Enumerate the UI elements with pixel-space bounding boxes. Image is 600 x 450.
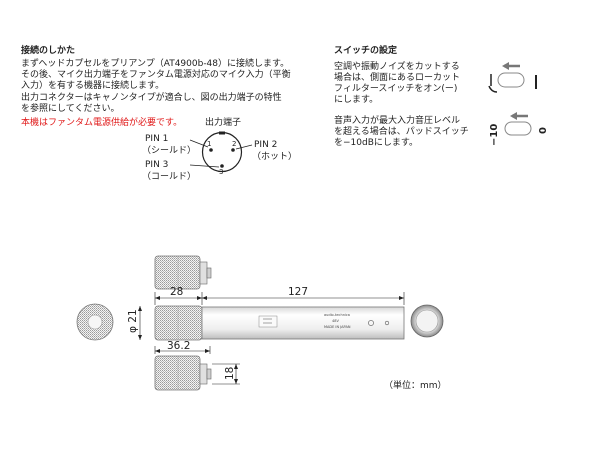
microphone-rear-view xyxy=(410,304,444,338)
pin2-label: PIN 2 xyxy=(254,140,278,150)
lowcut-line-4: にします。 xyxy=(334,95,379,105)
voltage-print: 48V xyxy=(332,319,339,323)
switch-heading: スイッチの設定 xyxy=(334,46,398,56)
alt-length-dimension: 36.2 xyxy=(154,340,211,354)
pin1-label: PIN 1 xyxy=(145,134,169,144)
alt-height-dimension: 18 xyxy=(212,363,240,385)
lowcut-line-3: フィルタースイッチをオン(ー) xyxy=(334,84,458,94)
length-dimensions: 28 127 xyxy=(154,286,405,305)
pad-line-2: を超える場合は、パッドスイッチ xyxy=(334,127,469,137)
pin2-description: （ホット） xyxy=(252,152,298,162)
pad-line-1: 音声入力が最大入力音圧レベル xyxy=(334,116,461,126)
connection-line-1: まずヘッドカプセルをプリアンプ（AT4900b-48）に接続します。 xyxy=(21,59,290,69)
pin-number-1: 1 xyxy=(207,140,211,148)
body-length-dimension: 127 xyxy=(288,286,308,298)
head-length-dimension: 28 xyxy=(170,286,183,298)
brand-print: audio-technica xyxy=(324,313,350,317)
connection-line-3: 入力）を有する機器に接続します。 xyxy=(21,81,165,91)
alt-length-label: 36.2 xyxy=(167,340,190,352)
pin-number-2: 2 xyxy=(232,140,236,148)
connection-heading: 接続のしかた xyxy=(21,46,76,56)
lowcut-switch-icon xyxy=(488,62,537,93)
capsule-end-view xyxy=(76,303,114,341)
diameter-dimension: φ 21 xyxy=(127,306,142,340)
capsule-top-view xyxy=(154,255,212,290)
diameter-label: φ 21 xyxy=(127,309,139,333)
pad-line-3: を−10dBにします。 xyxy=(334,138,418,148)
alt-height-label: 18 xyxy=(224,367,236,380)
pad-zero-label: 0 xyxy=(538,127,549,134)
pad-switch-icon: −10 0 xyxy=(489,112,549,146)
unit-note: （単位：mm） xyxy=(384,381,447,391)
capsule-bottom-view xyxy=(154,355,212,391)
phantom-power-warning: 本機はファンタム電源供給が必要です。 xyxy=(21,118,183,128)
microphone-side-view: audio-technica 48V MADE IN JAPAN xyxy=(154,305,405,341)
origin-print: MADE IN JAPAN xyxy=(324,325,351,329)
output-terminal-label: 出力端子 xyxy=(205,118,242,128)
lowcut-line-2: 場合は、側面にあるローカット xyxy=(334,73,461,83)
pad-minus-label: −10 xyxy=(489,124,500,146)
xlr-connector-diagram: 1 2 3 xyxy=(189,131,253,176)
lowcut-line-1: 空調や振動ノイズをカットする xyxy=(334,62,460,72)
pin-number-3: 3 xyxy=(219,168,223,176)
connection-line-5: を参照にしてください。 xyxy=(21,104,120,114)
connection-line-2: その後、マイク出力端子をファンタム電源対応のマイク入力（平衡 xyxy=(21,70,291,80)
pin3-description: （コールド） xyxy=(142,172,197,182)
pin3-label: PIN 3 xyxy=(145,160,169,170)
pin1-description: （シールド） xyxy=(142,146,197,156)
connection-line-4: 出力コネクターはキャノンタイプが適合し、図の出力端子の特性 xyxy=(21,93,282,103)
